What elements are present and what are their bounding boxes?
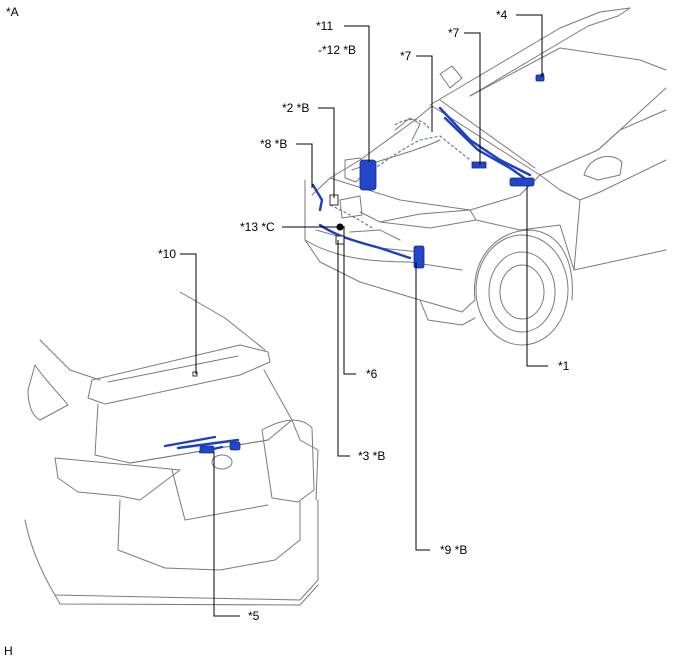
callout-12: -*12 *B [318, 43, 356, 57]
rear-vehicle-illustration [24, 291, 319, 606]
callout-3: *3 *B [358, 449, 385, 463]
front-harness-components [311, 72, 545, 269]
front-vehicle-illustration [304, 7, 667, 346]
callout-11: *11 [316, 19, 333, 33]
component-13 [336, 223, 344, 231]
component-1 [509, 177, 535, 187]
callout-10: *10 [158, 247, 176, 261]
callout-7-right: *7 [448, 26, 460, 40]
callout-9: *9 *B [440, 543, 467, 557]
component-5b [229, 441, 241, 451]
callout-6: *6 [366, 367, 378, 381]
component-7 [471, 161, 487, 169]
figure-tag: *A [6, 5, 19, 19]
rear-harness-components [163, 371, 241, 454]
callout-2: *2 *B [282, 101, 309, 115]
callout-labels: *11 -*12 *B *4 *7 *7 *2 *B *8 *B *13 *C … [158, 8, 570, 623]
component-3 [335, 235, 345, 245]
component-4 [535, 74, 545, 82]
callout-13: *13 *C [240, 220, 275, 234]
component-10 [192, 371, 198, 377]
callout-4: *4 [496, 8, 508, 22]
component-11 [359, 159, 377, 191]
callout-5: *5 [248, 609, 260, 623]
callout-8: *8 *B [260, 137, 287, 151]
callout-1: *1 [558, 359, 570, 373]
component-5 [199, 445, 215, 454]
callout-leader-lines [180, 14, 548, 617]
callout-7-left: *7 [400, 49, 412, 63]
corner-code: H [4, 644, 13, 658]
